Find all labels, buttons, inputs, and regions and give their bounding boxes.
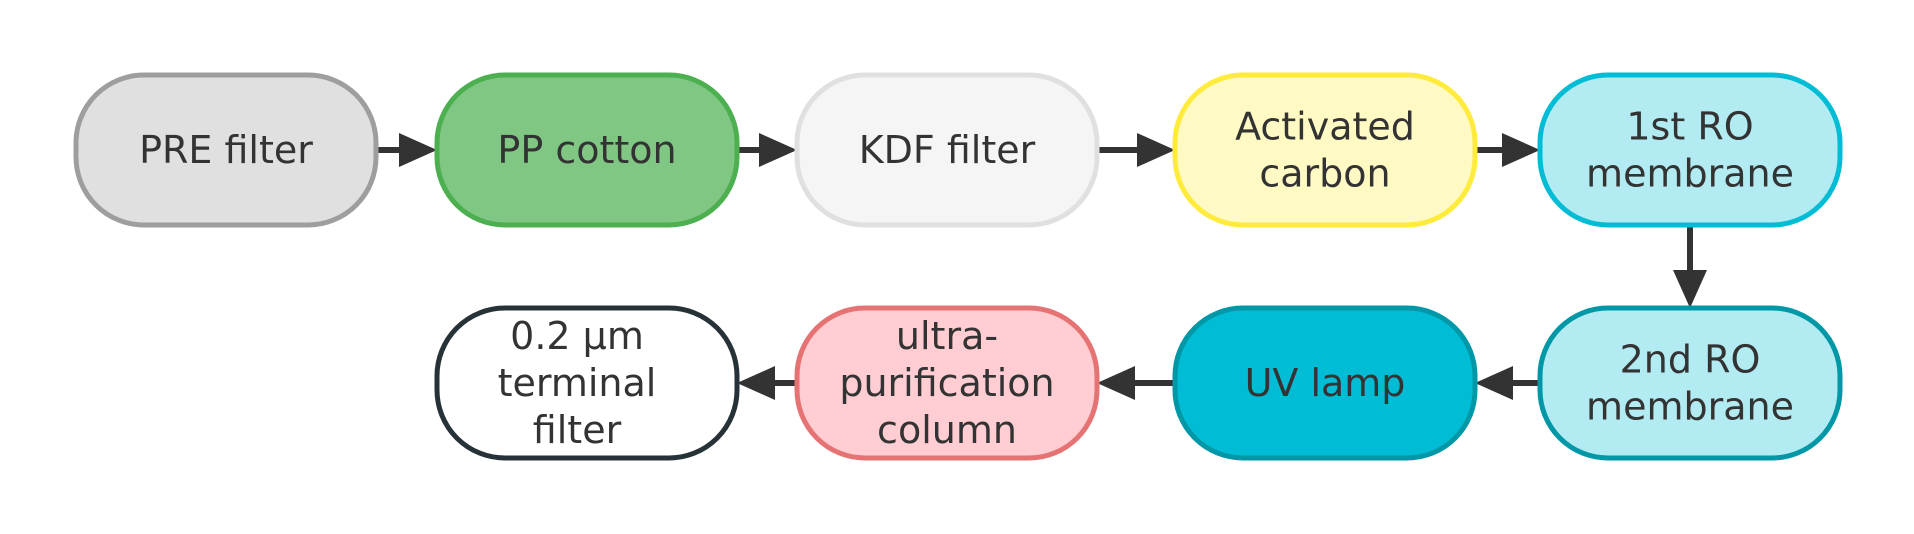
arrowhead-icon [737, 366, 775, 400]
edges-layer [376, 133, 1707, 400]
node-ultra-purification-column-label: ultra- [896, 314, 998, 358]
edge-first-ro-membrane-to-second-ro-membrane [1673, 225, 1707, 308]
edge-ultra-purification-column-to-terminal-filter [737, 366, 797, 400]
node-activated-carbon-label: carbon [1259, 152, 1390, 196]
node-first-ro-membrane-label: 1st RO [1626, 105, 1753, 149]
node-terminal-filter-label: 0.2 μm [510, 314, 644, 358]
node-ultra-purification-column-label: purification [839, 361, 1054, 405]
edge-activated-carbon-to-first-ro-membrane [1475, 133, 1540, 167]
arrowhead-icon [1475, 366, 1513, 400]
arrowhead-icon [399, 133, 437, 167]
node-pre-filter: PRE filter [73, 72, 379, 228]
node-ultra-purification-column-label: column [877, 408, 1017, 452]
node-pp-cotton-shape [434, 72, 740, 228]
node-uv-lamp-label: UV lamp [1245, 361, 1406, 405]
node-uv-lamp: UV lamp [1172, 305, 1478, 461]
node-pp-cotton-label: PP cotton [497, 128, 676, 172]
edge-uv-lamp-to-ultra-purification-column [1097, 366, 1175, 400]
node-terminal-filter-shape [434, 305, 740, 461]
arrowhead-icon [1502, 133, 1540, 167]
node-first-ro-membrane-shape [1537, 72, 1843, 228]
edge-pp-cotton-to-kdf-filter [737, 133, 797, 167]
edge-second-ro-membrane-to-uv-lamp [1475, 366, 1540, 400]
node-terminal-filter-label: filter [533, 408, 622, 452]
node-activated-carbon-shape [1172, 72, 1478, 228]
node-second-ro-membrane-shape [1537, 305, 1843, 461]
node-kdf-filter-shape [794, 72, 1100, 228]
arrowhead-icon [1137, 133, 1175, 167]
node-kdf-filter-label: KDF filter [859, 128, 1036, 172]
edge-pre-filter-to-pp-cotton [376, 133, 437, 167]
node-pre-filter-label: PRE filter [139, 128, 313, 172]
arrowhead-icon [1673, 270, 1707, 308]
node-pre-filter-shape [73, 72, 379, 228]
arrowhead-icon [759, 133, 797, 167]
node-activated-carbon-label: Activated [1235, 105, 1415, 149]
node-uv-lamp-shape [1172, 305, 1478, 461]
node-second-ro-membrane-label: membrane [1586, 385, 1794, 429]
node-pp-cotton: PP cotton [434, 72, 740, 228]
arrowhead-icon [1097, 366, 1135, 400]
nodes-layer: PRE filter PP cotton KDF filter Activatedca… [73, 72, 1843, 461]
node-terminal-filter-label: terminal [498, 361, 657, 405]
edge-kdf-filter-to-activated-carbon [1097, 133, 1175, 167]
node-ultra-purification-column-shape [794, 305, 1100, 461]
node-first-ro-membrane-label: membrane [1586, 152, 1794, 196]
node-kdf-filter: KDF filter [794, 72, 1100, 228]
node-second-ro-membrane-label: 2nd RO [1620, 338, 1761, 382]
